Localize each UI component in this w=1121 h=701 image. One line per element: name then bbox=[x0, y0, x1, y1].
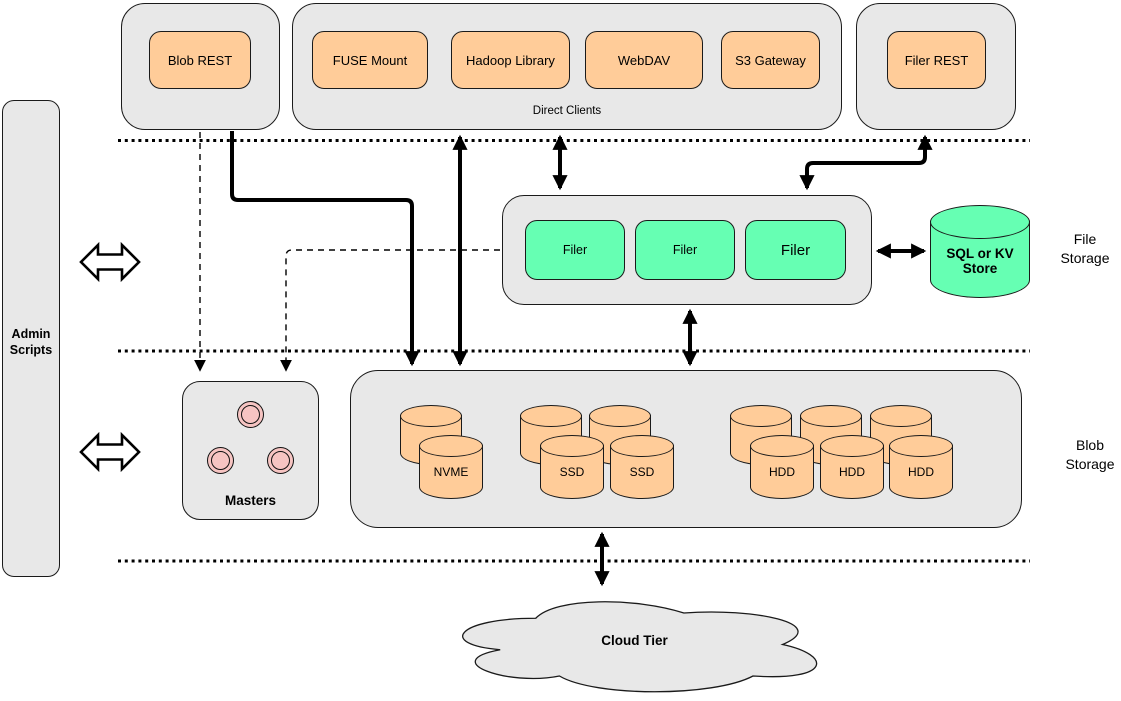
hdd-cylinder-2: HDD bbox=[820, 435, 884, 499]
edge-filer-masters-dashed bbox=[280, 249, 500, 372]
edge-blobrest-blobstorage bbox=[230, 131, 420, 367]
filer-node-3: Filer bbox=[745, 220, 846, 280]
master-node-3 bbox=[267, 447, 294, 474]
webdav-node: WebDAV bbox=[585, 31, 703, 89]
nvme-cylinder: NVME bbox=[419, 435, 483, 499]
nvme-label: NVME bbox=[433, 465, 469, 480]
ssd-label-1: SSD bbox=[559, 465, 585, 480]
ssd-label-2: SSD bbox=[629, 465, 655, 480]
blob-rest-node: Blob REST bbox=[149, 31, 251, 89]
fuse-mount-node: FUSE Mount bbox=[312, 31, 428, 89]
filer-node-1: Filer bbox=[525, 220, 625, 280]
sql-kv-store-cylinder: SQL or KV Store bbox=[930, 205, 1030, 298]
filer-rest-node: Filer REST bbox=[887, 31, 986, 89]
admin-blob-double-arrow bbox=[79, 431, 141, 473]
hdd-label-2: HDD bbox=[839, 465, 865, 480]
blob-storage-tier-label: Blob Storage bbox=[1065, 437, 1115, 472]
direct-clients-label: Direct Clients bbox=[532, 105, 602, 117]
hdd-cylinder-3: HDD bbox=[889, 435, 953, 499]
cloud-tier-label: Cloud Tier bbox=[601, 633, 668, 648]
s3-gateway-node: S3 Gateway bbox=[721, 31, 820, 89]
admin-scripts-label: Admin Scripts bbox=[9, 327, 53, 357]
sql-kv-store-label: SQL or KV Store bbox=[946, 245, 1014, 276]
filer-node-2: Filer bbox=[635, 220, 735, 280]
master-node-1 bbox=[237, 401, 264, 428]
edge-filerrest-filer bbox=[799, 134, 933, 191]
hdd-label-1: HDD bbox=[769, 465, 795, 480]
master-node-2 bbox=[207, 447, 234, 474]
hadoop-library-node: Hadoop Library bbox=[451, 31, 570, 89]
file-storage-tier-label: File Storage bbox=[1060, 231, 1110, 266]
ssd-cylinder-2: SSD bbox=[610, 435, 674, 499]
admin-filer-double-arrow bbox=[79, 241, 141, 283]
hdd-label-3: HDD bbox=[908, 465, 934, 480]
hdd-cylinder-1: HDD bbox=[750, 435, 814, 499]
admin-scripts-box bbox=[2, 100, 60, 577]
masters-label: Masters bbox=[224, 493, 277, 508]
ssd-cylinder-1: SSD bbox=[540, 435, 604, 499]
